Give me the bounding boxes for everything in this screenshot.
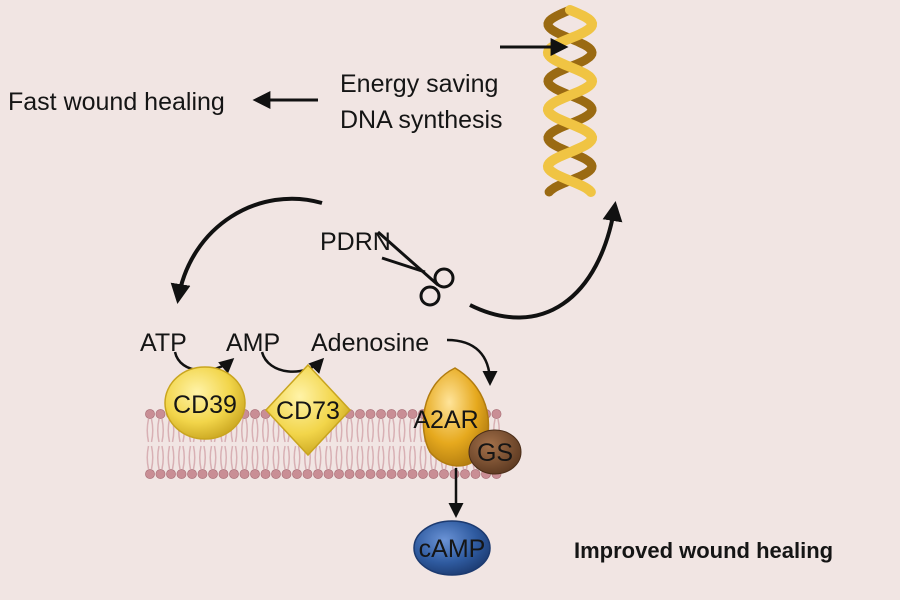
amp-label: AMP [226,329,280,357]
gs-label: GS [477,439,513,467]
cd39-label: CD39 [173,391,237,419]
camp-molecule: cAMP [413,520,491,576]
energy-saving-label: Energy saving [340,70,498,98]
adenosine-label: Adenosine [311,329,429,357]
fast-wound-healing-label: Fast wound healing [8,88,225,116]
a2ar-label: A2AR [413,406,478,434]
cd73-enzyme: CD73 [264,363,352,457]
cd39-enzyme: CD39 [164,366,246,440]
arrow-to-dna-synthesis [469,201,623,320]
dna-double-helix-icon [542,5,598,197]
arrow-adenosine-to-a2ar [446,338,498,386]
gs-protein: GS [468,429,522,475]
arrow-amp-to-adenosine [260,351,325,374]
scissors-icon [377,230,455,307]
cd73-label: CD73 [276,397,340,425]
atp-label: ATP [140,329,187,357]
arrow-pdrn-to-atp [170,196,323,304]
camp-label: cAMP [419,535,486,563]
pdrn-label: PDRN [320,228,391,256]
improved-wound-healing-label: Improved wound healing [574,538,833,563]
dna-synthesis-label: DNA synthesis [340,106,503,134]
